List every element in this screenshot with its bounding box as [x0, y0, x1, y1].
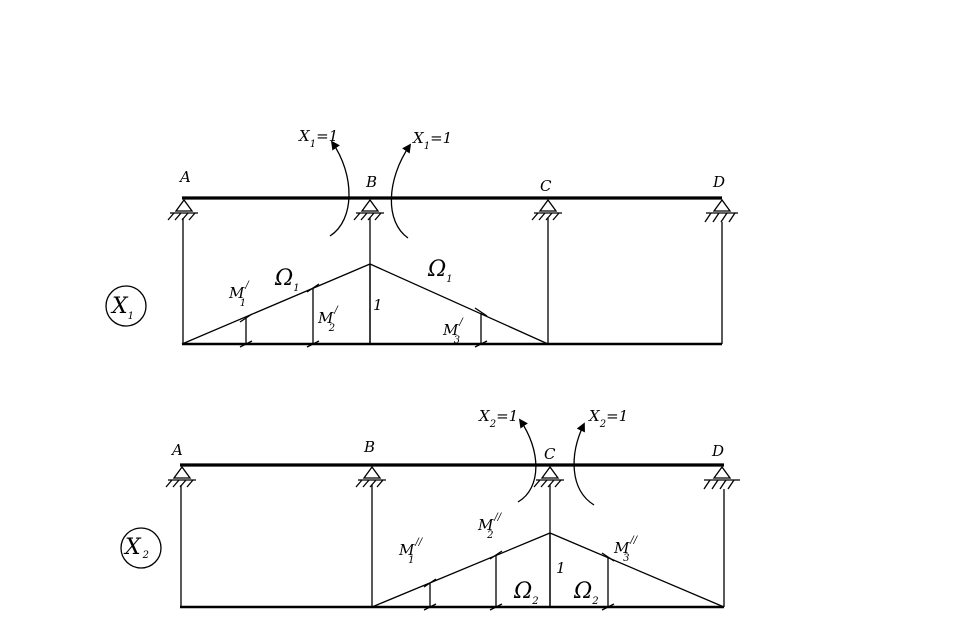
support-a-2	[165, 465, 196, 488]
moment-arrow-left-2	[517, 418, 537, 503]
support-b-1	[353, 198, 384, 221]
moment-label-left-1: X1=1	[298, 127, 338, 150]
area-label-left-2: Ω2	[513, 579, 539, 607]
moment-arrow-left-1	[329, 140, 350, 237]
ordinate-label-m1-1: M/1	[228, 280, 250, 309]
ordinate-label-m3-1: M/3	[442, 317, 464, 346]
ordinate-label-m3-2: M//3	[613, 535, 639, 564]
moment-label-right-1: X1=1	[412, 129, 452, 152]
support-a-1	[167, 198, 198, 221]
moment-triangle-1	[181, 263, 549, 345]
support-d-2	[703, 465, 740, 490]
label-c-2: C	[544, 445, 556, 463]
label-d-2: D	[711, 442, 724, 460]
label-a-1: A	[178, 168, 191, 186]
support-b-2	[355, 465, 386, 488]
moment-label-left-2: X2=1	[478, 407, 518, 430]
area-label-right-2: Ω2	[573, 579, 599, 607]
peak-value-2: 1	[556, 559, 566, 577]
label-a-2: A	[170, 441, 183, 459]
peak-value-1: 1	[373, 296, 383, 314]
support-d-1	[704, 198, 738, 223]
ordinate-label-m2-1: M/2	[317, 305, 339, 334]
moment-arrow-right-2	[573, 422, 595, 506]
label-d-1: D	[712, 173, 725, 191]
support-c-2	[533, 465, 564, 488]
label-c-1: C	[540, 177, 552, 195]
unknown-label-x1: X1	[110, 294, 134, 322]
diagram-x1: A B C D X1=1 X1=1 X1 M/1 M/2 M/3 Ω1	[105, 127, 738, 348]
area-label-right-1: Ω1	[427, 257, 453, 285]
label-b-2: B	[363, 438, 375, 456]
ordinate-label-m1-2: M//1	[398, 537, 424, 566]
ordinate-label-m2-2: M//2	[477, 512, 503, 541]
moment-label-right-2: X2=1	[588, 407, 628, 430]
unknown-circle-x2	[120, 527, 162, 569]
area-label-left-1: Ω1	[274, 266, 300, 294]
moment-triangle-2	[371, 532, 725, 608]
label-b-1: B	[365, 173, 377, 191]
moment-arrow-right-1	[390, 143, 412, 239]
support-c-1	[531, 198, 562, 221]
unknown-circle-x1	[105, 285, 147, 327]
